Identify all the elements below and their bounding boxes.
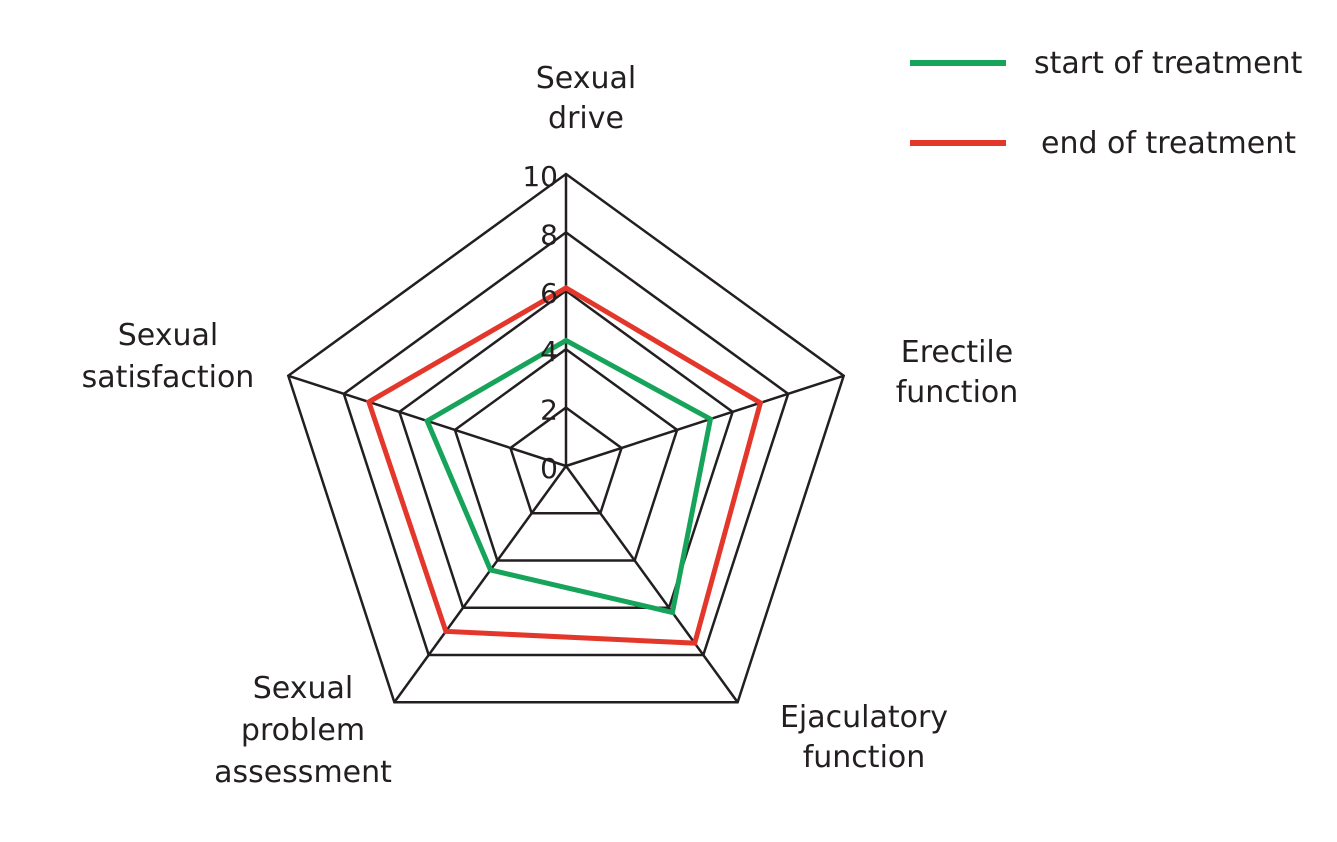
axis-spoke-1: [565, 374, 845, 468]
axis-spoke-3: [393, 465, 568, 703]
series-end-polygon: [365, 284, 764, 646]
legend-label-start: start of treatment: [1034, 46, 1303, 81]
tick-label-8: 8: [540, 218, 558, 251]
tick-label-10: 10: [522, 160, 558, 193]
radar-grid: [286, 172, 846, 704]
radar-series: [365, 284, 764, 646]
tick-label-2: 2: [540, 394, 558, 427]
tick-label-4: 4: [540, 335, 558, 368]
legend: start of treatment end of treatment: [910, 46, 1303, 161]
tick-label-0: 0: [540, 452, 558, 485]
grid-ring-4: [453, 347, 679, 562]
grid-ring-8: [342, 230, 790, 657]
radial-tick-labels: 0 2 4 6 8 10: [522, 160, 558, 485]
grid-ring-2: [508, 406, 624, 515]
tick-label-6: 6: [540, 277, 558, 310]
series-start-polygon: [423, 337, 714, 616]
legend-label-end: end of treatment: [1041, 126, 1296, 161]
grid-ring-10: [286, 172, 846, 704]
axis-spoke-2: [564, 465, 739, 703]
grid-ring-6: [397, 289, 735, 609]
